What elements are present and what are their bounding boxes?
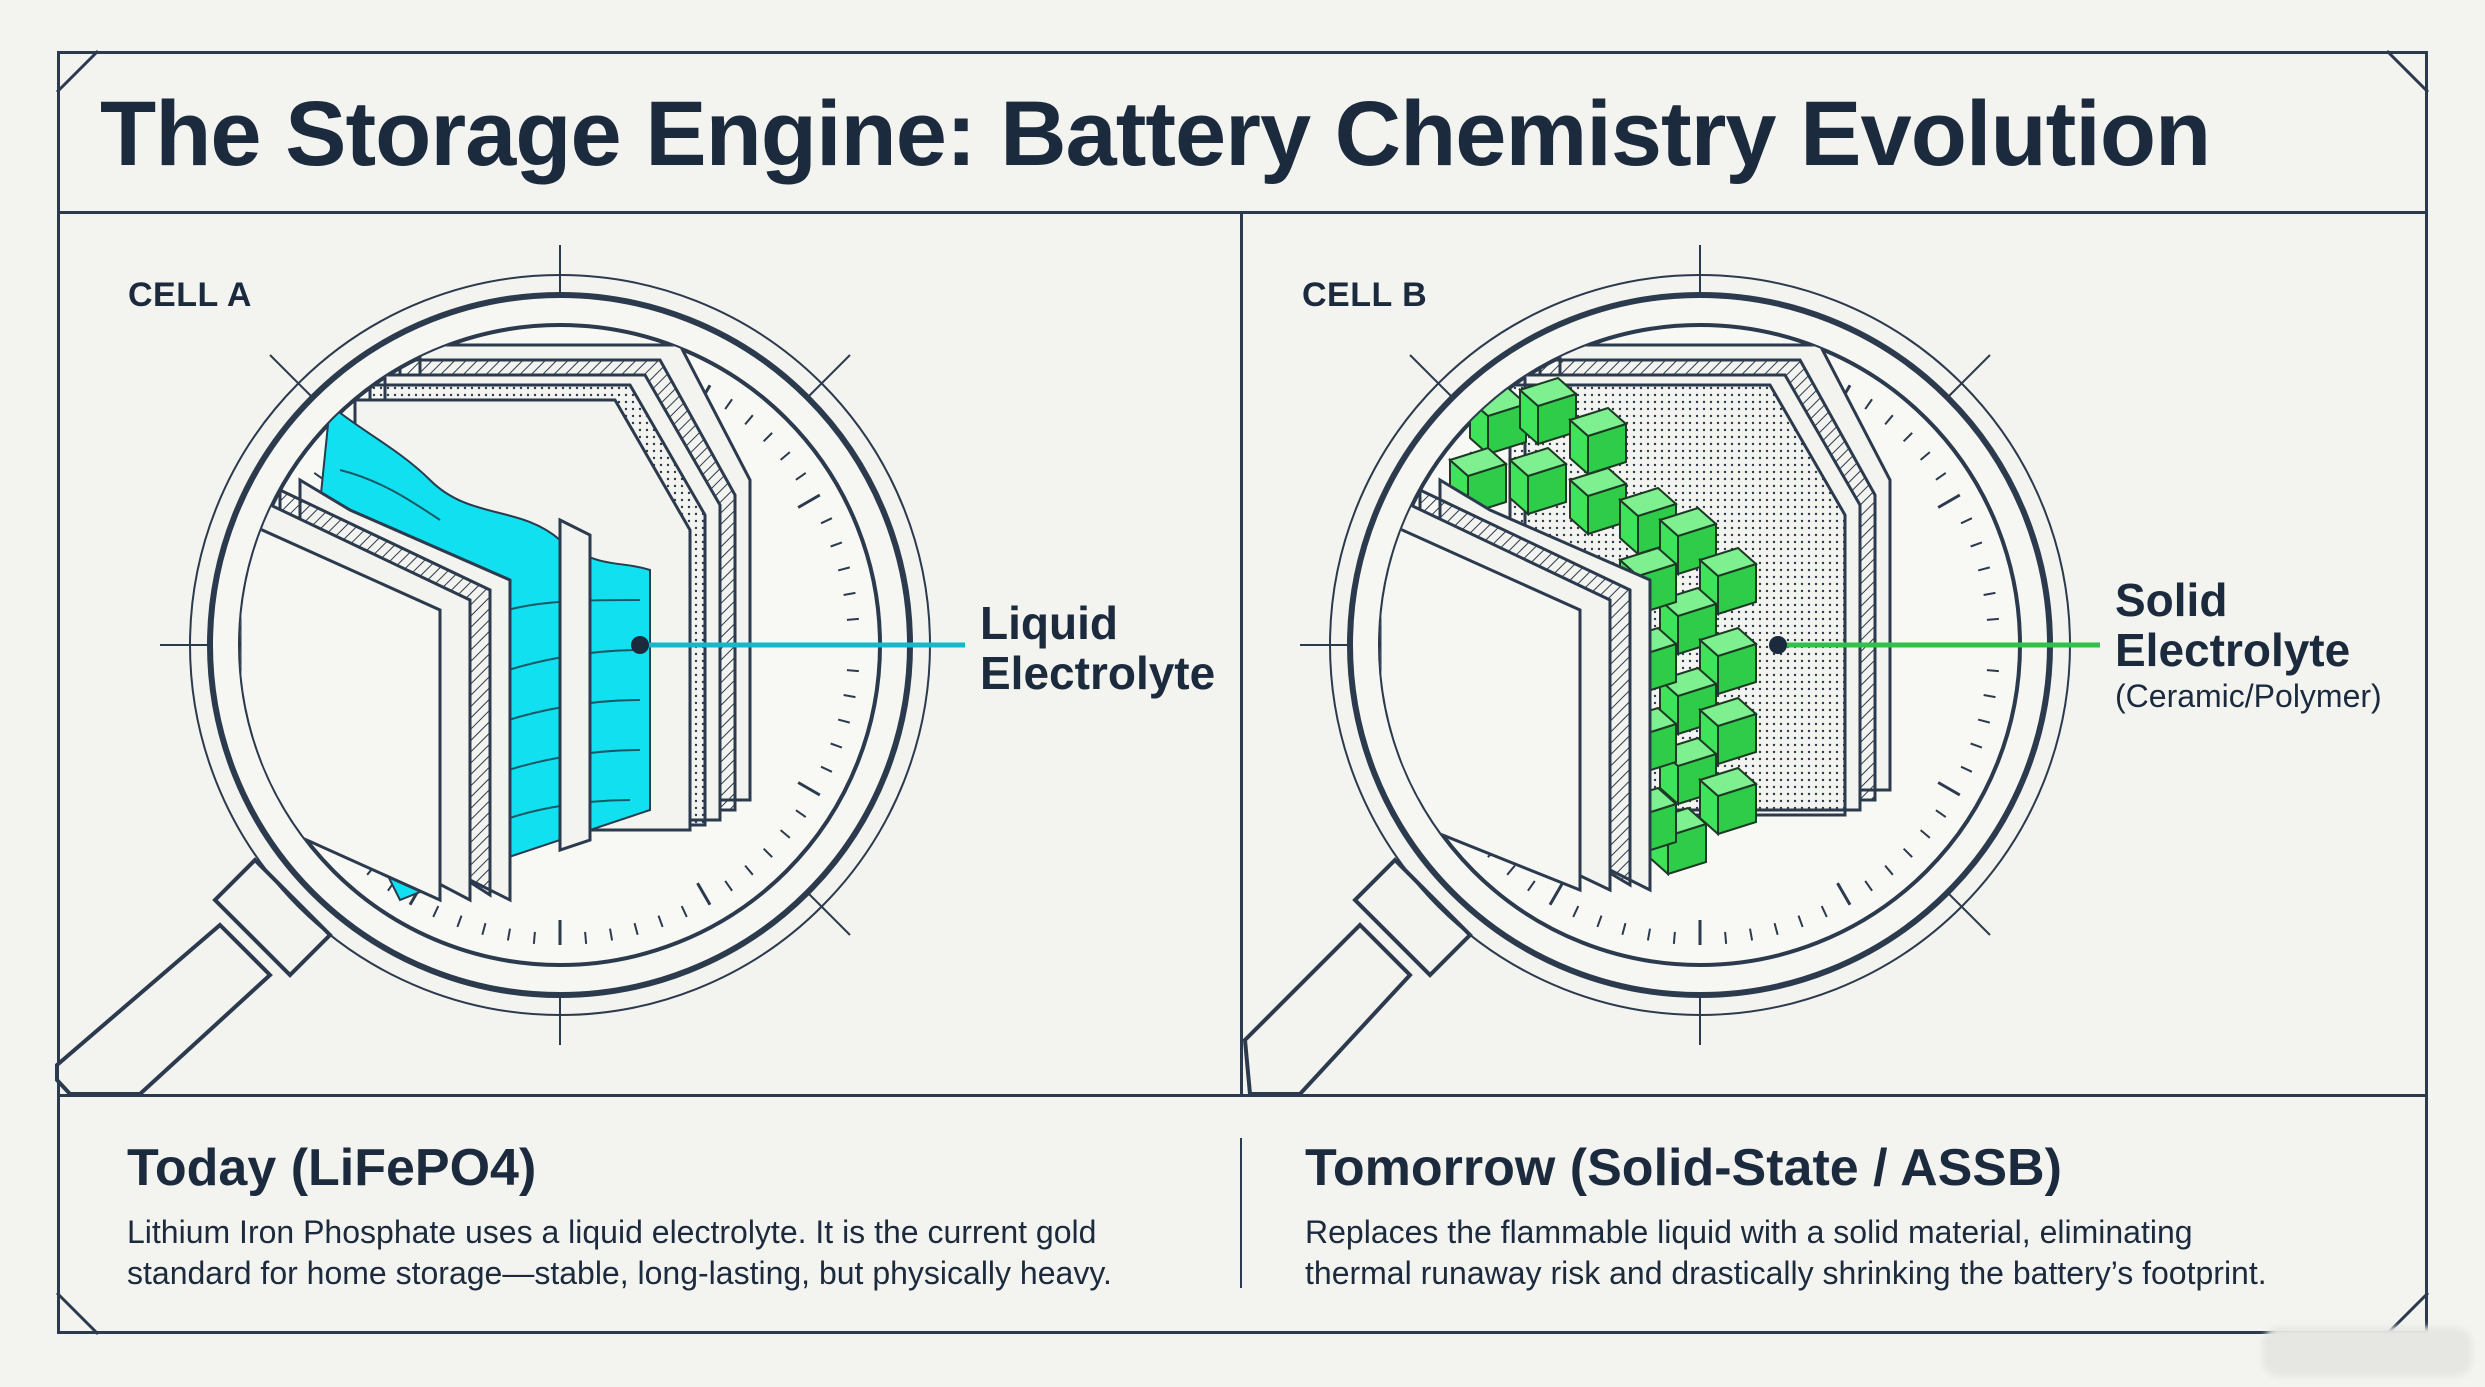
today-description: Lithium Iron Phosphate uses a liquid ele… xyxy=(127,1214,1112,1291)
today-title: Today (LiFePO4) xyxy=(127,1139,537,1197)
magnifier-b xyxy=(1242,245,2100,1096)
cell-b-label: CELL B xyxy=(1302,276,1428,314)
outer-frame xyxy=(57,51,2428,1334)
blurred-watermark xyxy=(2262,1327,2472,1377)
cell-a-label: CELL A xyxy=(128,276,252,314)
page-title: The Storage Engine: Battery Chemistry Ev… xyxy=(100,83,2211,185)
cell-b-callout: Solid Electrolyte xyxy=(2115,574,2351,676)
center-divider xyxy=(1240,211,1243,1095)
cell-b-callout-sub: (Ceramic/Polymer) xyxy=(2115,678,2382,714)
tomorrow-title: Tomorrow (Solid-State / ASSB) xyxy=(1305,1139,2062,1197)
magnifier-a xyxy=(55,245,965,1096)
footer-divider xyxy=(57,1094,2428,1097)
tomorrow-description: Replaces the flammable liquid with a sol… xyxy=(1305,1214,2267,1291)
bottom-center-divider xyxy=(1240,1138,1242,1288)
cell-a-callout: Liquid Electrolyte xyxy=(980,597,1216,699)
